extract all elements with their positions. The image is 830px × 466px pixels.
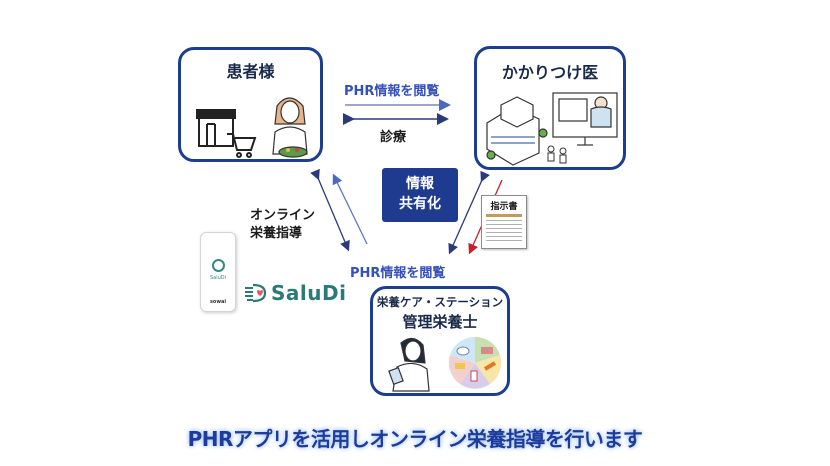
info-sharing-box: 情報 共有化 — [382, 168, 458, 222]
woman-eating-icon — [272, 97, 308, 158]
phr-arrow-left — [332, 173, 368, 245]
doctor-title: かかりつけ医 — [501, 63, 599, 82]
diagram-caption: PHRアプリを活用しオンライン栄養指導を行います — [187, 427, 643, 451]
saludi-hand-heart-icon — [245, 283, 267, 303]
hospital-icon — [486, 96, 548, 166]
online-guidance-line2: 栄養指導 — [250, 226, 303, 241]
phone-app-name: SaluDi — [209, 275, 227, 281]
app-logo-icon — [212, 259, 225, 272]
doctor-dietitian-arrow — [448, 170, 490, 255]
saludi-logo: SaluDi — [243, 280, 346, 306]
dietitian-subtitle: 栄養ケア・ステーション — [376, 295, 504, 309]
dietitian-woman-icon — [388, 337, 430, 392]
instruction-doc-title: 指示書 — [490, 202, 518, 212]
saludi-logo-text: SaluDi — [271, 281, 347, 305]
consult-label: 診療 — [380, 130, 407, 145]
info-sharing-line2: 共有化 — [399, 196, 441, 212]
online-guidance-label: オンライン 栄養指導 — [250, 207, 315, 243]
patient-illustration — [196, 97, 308, 158]
doctor-node: かかりつけ医 — [474, 46, 626, 170]
phone-maker: sowai — [209, 299, 227, 305]
store-icon — [196, 109, 236, 147]
monitor-icon — [552, 92, 618, 146]
guidance-arrow — [310, 168, 350, 252]
dietitian-illustration — [388, 336, 502, 392]
shopping-cart-icon — [227, 133, 257, 158]
patient-title: 患者様 — [226, 62, 275, 81]
online-guidance-line1: オンライン — [250, 208, 316, 223]
dietitian-node: 栄養ケア・ステーション 管理栄養士 — [370, 286, 510, 396]
info-sharing-line1: 情報 — [406, 176, 434, 192]
phr-view-label-top: PHR情報を閲覧 — [344, 84, 440, 99]
smartphone-app-mockup: SaluDi sowai — [200, 232, 236, 312]
dietitian-title: 管理栄養士 — [402, 313, 478, 331]
patient-node: 患者様 — [178, 47, 323, 162]
food-balance-pie-icon — [448, 336, 502, 389]
phr-view-label-bottom: PHR情報を閲覧 — [350, 266, 446, 281]
people-icon — [547, 145, 567, 164]
instruction-document: 指示書 — [481, 195, 527, 249]
doctor-illustration — [486, 92, 618, 166]
